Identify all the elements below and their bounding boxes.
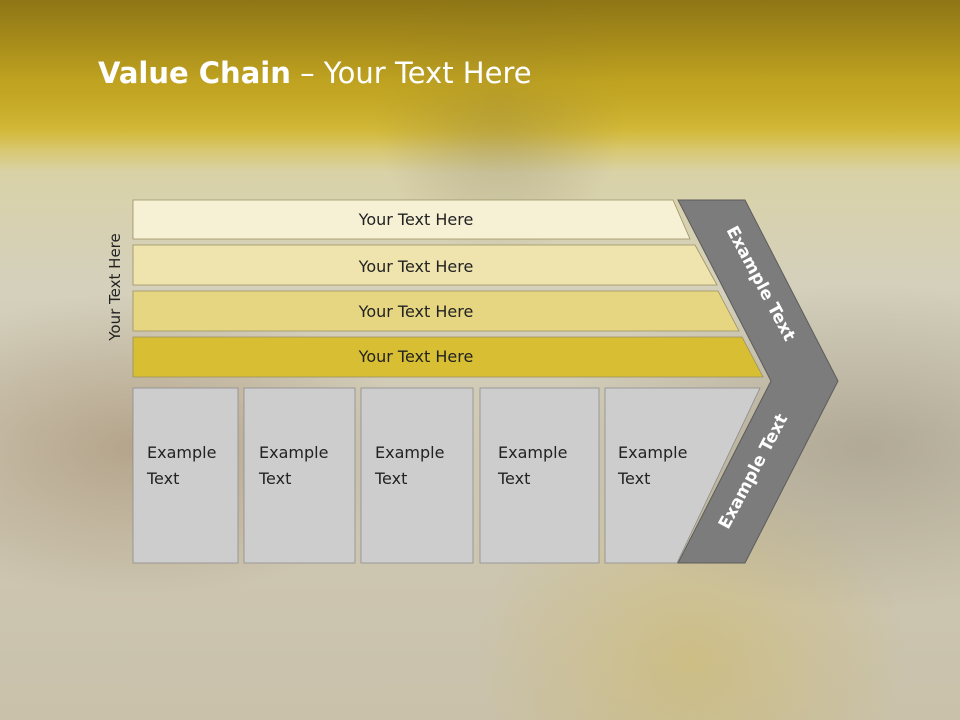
reflection-col-4-line2: Text — [497, 638, 530, 657]
reflection-col-2-line1: Example — [259, 664, 328, 683]
title-bold: Value Chain — [98, 56, 291, 90]
title-band — [0, 0, 960, 150]
reflection-col-5-line1: Example — [618, 664, 687, 683]
bar-1-label: Your Text Here — [358, 210, 474, 229]
column-2 — [243, 387, 356, 564]
column-5-line2: Text — [617, 469, 650, 488]
bar-4-label: Your Text Here — [358, 347, 474, 366]
bar-3-label: Your Text Here — [358, 302, 474, 321]
column-1-line1: Example — [147, 443, 216, 462]
column-4-line2: Text — [497, 469, 530, 488]
title-rest: – Your Text Here — [290, 56, 532, 90]
bar-2-label: Your Text Here — [358, 257, 474, 276]
column-3 — [360, 387, 474, 564]
column-1-line2: Text — [146, 469, 179, 488]
bar-4 — [132, 336, 764, 378]
column-1 — [132, 387, 239, 564]
column-4 — [479, 387, 600, 564]
slide-title: Value Chain – Your Text Here — [98, 56, 532, 90]
bar-3 — [132, 290, 740, 332]
reflection-col-3-line1: Example — [375, 664, 444, 683]
reflection-col-5-line2: Text — [617, 638, 650, 657]
reflection-col-1-line1: Example — [147, 664, 216, 683]
reflection-col-3-line2: Text — [374, 638, 407, 657]
reflection-col-1-line2: Text — [146, 638, 179, 657]
column-2-line2: Text — [258, 469, 291, 488]
column-3-line2: Text — [374, 469, 407, 488]
column-4-line1: Example — [498, 443, 567, 462]
reflection-col-4-line1: Example — [498, 664, 567, 683]
column-2-line1: Example — [259, 443, 328, 462]
bar-1 — [132, 199, 691, 240]
reflection-col-2-line2: Text — [258, 638, 291, 657]
column-3-line1: Example — [375, 443, 444, 462]
bar-2 — [132, 244, 718, 286]
column-5-line1: Example — [618, 443, 687, 462]
reflection: Example Text Example Text Example Text E… — [132, 562, 826, 720]
